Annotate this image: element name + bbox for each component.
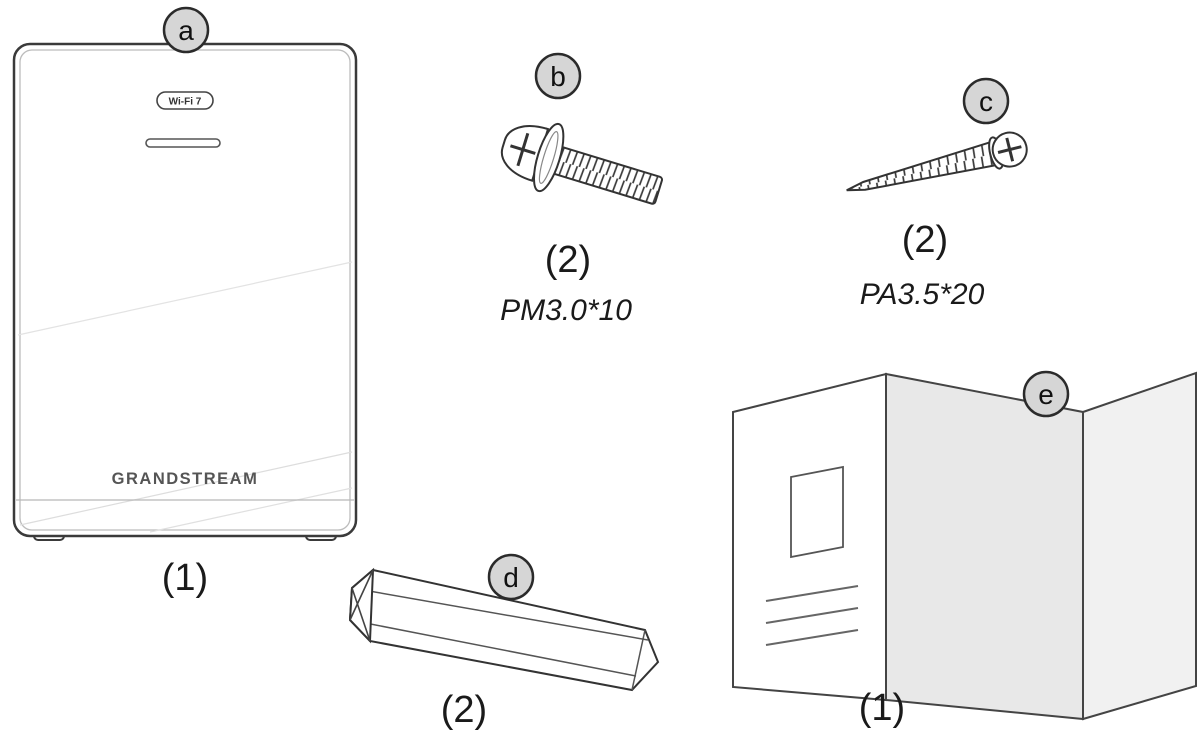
callout-circle-e (1022, 370, 1070, 418)
callout-letter-d: d (503, 562, 519, 593)
anchor-tip-facet (631, 629, 646, 691)
callout-a: a (162, 6, 210, 54)
machine-screw-shaft (551, 145, 664, 205)
machine-screw-head (500, 125, 550, 182)
anchor-cross-opening-icon (351, 587, 371, 642)
screw-washer (533, 122, 565, 193)
guide-middle-panel (885, 372, 1084, 721)
anchor-end-cap (348, 567, 375, 644)
grandstream-logo-text: GRANDSTREAM (112, 470, 259, 488)
tapping-screw-illustration (846, 131, 1028, 192)
callout-circle-d (487, 553, 535, 601)
tapping-screw-shaft (846, 140, 1001, 192)
machine-screw-illustration (500, 122, 664, 205)
guide-right-panel (1082, 371, 1197, 721)
callout-e: e (1022, 370, 1070, 418)
callout-c: c (962, 77, 1010, 125)
qty-label-a: (1) (162, 557, 208, 599)
access-point-illustration: Wi-Fi 7 GRANDSTREAM (12, 42, 358, 541)
guide-text-line (765, 585, 859, 602)
qty-label-e: (1) (859, 687, 905, 729)
anchor-facet-line (349, 619, 637, 677)
guide-cover-image-box (790, 465, 844, 559)
qty-label-d: (2) (441, 689, 487, 731)
callout-circle-b (534, 52, 582, 100)
qty-label-b: (2) (545, 239, 591, 281)
device-reflection-line (17, 261, 353, 336)
callout-letter-a: a (178, 15, 194, 46)
wifi7-badge: Wi-Fi 7 (156, 91, 214, 110)
phillips-slot-icon (509, 144, 536, 155)
callout-letter-b: b (550, 61, 566, 92)
phillips-slot-icon (997, 145, 1022, 154)
anchor-facet-line (351, 587, 649, 641)
callout-circle-c (962, 77, 1010, 125)
qty-label-c: (2) (902, 219, 948, 261)
guide-text-line (765, 607, 859, 624)
anchor-cross-opening-icon (349, 569, 374, 621)
guide-text-line (765, 629, 859, 646)
part-number-c: PA3.5*20 (860, 278, 985, 311)
led-indicator-slot (145, 138, 221, 148)
device-reflection-line (149, 487, 353, 533)
wall-anchor-illustration (348, 567, 660, 692)
wifi7-badge-label: Wi-Fi 7 (169, 97, 202, 108)
part-number-b: PM3.0*10 (500, 294, 632, 327)
callout-circle-a (162, 6, 210, 54)
callout-letter-c: c (979, 86, 993, 117)
device-reflection-line (19, 451, 353, 526)
callout-d: d (487, 553, 535, 601)
folded-guide-illustration (732, 371, 1197, 721)
callout-letter-e: e (1038, 379, 1054, 410)
callout-b: b (534, 52, 582, 100)
